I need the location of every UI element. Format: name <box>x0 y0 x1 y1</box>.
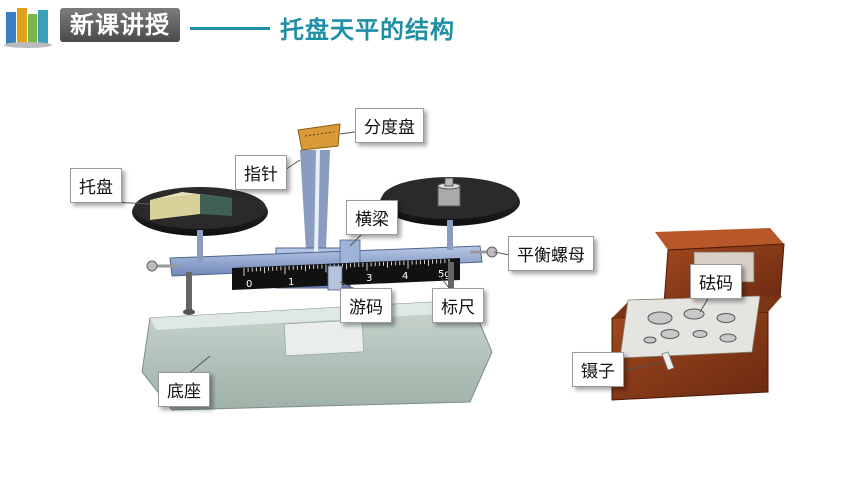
label-base: 底座 <box>158 372 210 407</box>
left-pan <box>132 187 268 262</box>
right-pan <box>380 177 520 250</box>
graduated-ruler: 0 1 2 3 4 5g <box>232 258 460 291</box>
tweezers <box>661 351 675 371</box>
header: 新课讲授 托盘天平的结构 <box>0 0 860 52</box>
ruler-label-4: 4 <box>402 271 408 282</box>
label-beam: 横梁 <box>346 200 398 235</box>
label-tweezers: 镊子 <box>572 352 624 387</box>
label-ruler: 标尺 <box>432 288 484 323</box>
rider-slider <box>327 265 343 291</box>
label-rider: 游码 <box>340 288 392 323</box>
balance-nut-left <box>146 260 178 272</box>
label-weights: 砝码 <box>690 264 742 299</box>
label-scale-dial: 分度盘 <box>355 108 424 143</box>
weight-on-pan <box>437 177 461 207</box>
weights-set <box>643 308 737 344</box>
scale-indicator-dial <box>297 123 341 151</box>
label-balance-nut: 平衡螺母 <box>508 236 594 271</box>
weight-box <box>611 228 785 401</box>
ruler-ticks <box>243 259 450 276</box>
label-pointer: 指针 <box>235 155 287 190</box>
ruler-label-3: 3 <box>366 273 372 284</box>
sample-block <box>150 192 232 220</box>
label-pan: 托盘 <box>70 168 122 203</box>
title-divider <box>190 27 270 30</box>
ruler-label-1: 1 <box>288 277 294 288</box>
ruler-label-5: 5g <box>438 269 451 280</box>
page-title: 托盘天平的结构 <box>280 16 455 44</box>
balance-base <box>141 299 493 411</box>
books-icon <box>4 8 52 48</box>
ruler-label-0: 0 <box>246 279 252 290</box>
pointer-needle <box>314 149 320 255</box>
section-tag: 新课讲授 <box>60 8 180 42</box>
balance-nut-right <box>470 246 498 258</box>
